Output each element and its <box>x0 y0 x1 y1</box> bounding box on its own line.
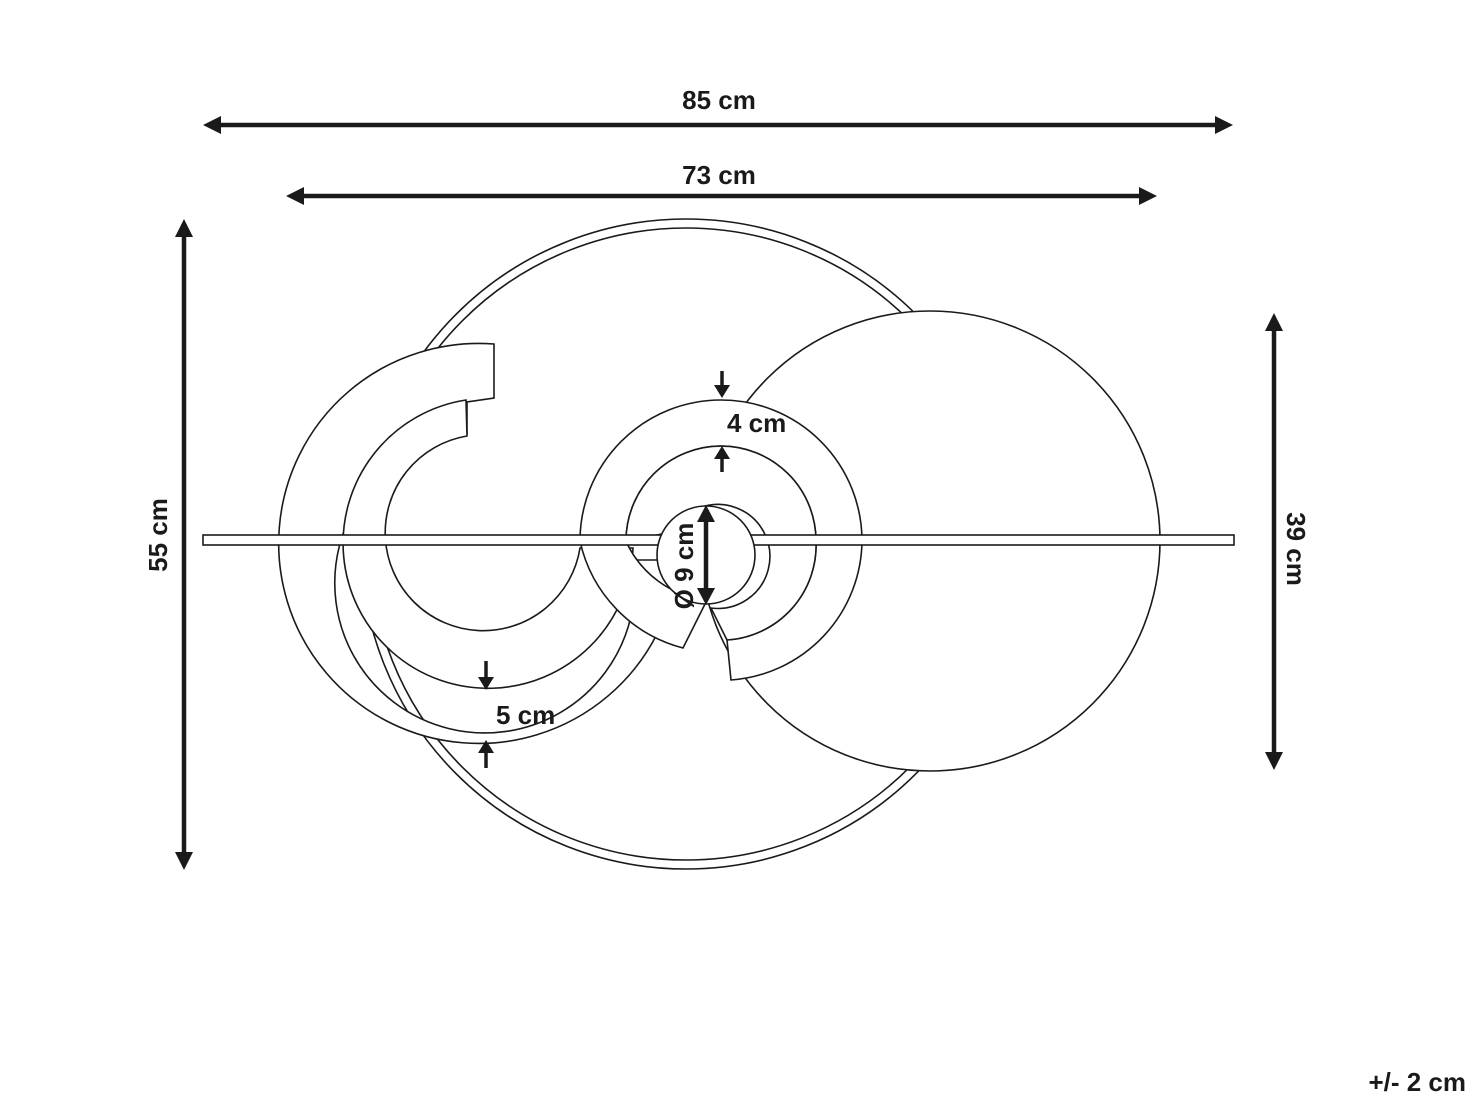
dimension-labels: 85 cm 73 cm 55 cm 39 cm 4 cm 5 cm Ø 9 cm… <box>143 85 1466 1097</box>
disc-height-arrow-bottom <box>1265 752 1283 770</box>
disc-height-arrow-top <box>1265 313 1283 331</box>
tolerance-label: +/- 2 cm <box>1368 1067 1466 1097</box>
overall-width-label: 85 cm <box>682 85 756 115</box>
frame-width-arrow-right <box>1139 187 1157 205</box>
ring-width-top-arrow-upper <box>714 385 730 398</box>
overall-height-label: 55 cm <box>143 498 173 572</box>
product-outline <box>202 218 1235 870</box>
frame-width-label: 73 cm <box>682 160 756 190</box>
overall-width-arrow-right <box>1215 116 1233 134</box>
ring-width-bottom-label: 5 cm <box>496 700 555 730</box>
center-ring-lower-left <box>579 540 709 649</box>
ring-width-top-arrow-lower <box>714 446 730 459</box>
ring-width-top-label: 4 cm <box>727 408 786 438</box>
overall-width-arrow-left <box>203 116 221 134</box>
hub-diameter-arrow-top <box>697 505 715 522</box>
center-ring-inner <box>625 445 817 641</box>
ring-width-bottom-arrow-upper <box>478 677 494 690</box>
dimension-lines <box>175 116 1283 870</box>
hub-diameter-arrow-bottom <box>697 588 715 605</box>
frame-width-arrow-left <box>286 187 304 205</box>
ring-width-bottom-arrow-lower <box>478 740 494 753</box>
overall-height-arrow-top <box>175 219 193 237</box>
overall-height-arrow-bottom <box>175 852 193 870</box>
disc-height-label: 39 cm <box>1281 512 1311 586</box>
hub-diameter-label: Ø 9 cm <box>669 523 699 610</box>
